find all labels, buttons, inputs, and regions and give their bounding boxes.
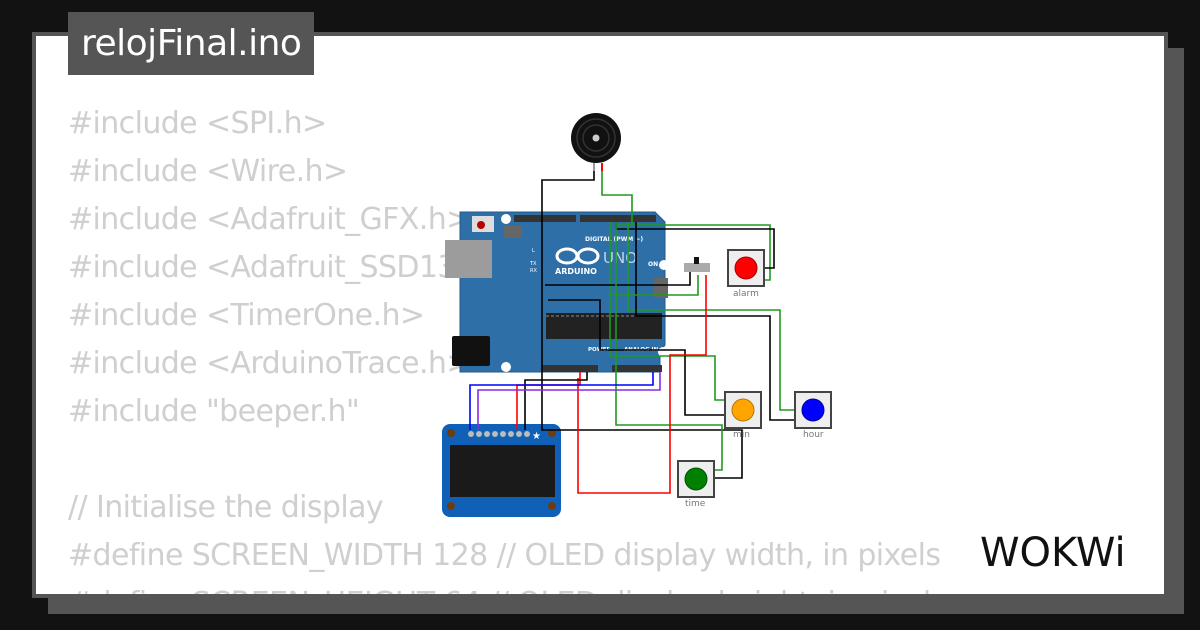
code-line: #include <SPI.h> xyxy=(68,106,327,141)
code-line: #include <ArduinoTrace.h> xyxy=(68,346,471,381)
arduino-model-label: UNO xyxy=(603,249,637,267)
code-line: // Initialise the display xyxy=(68,490,384,525)
digital-pwm-label: DIGITAL (PWM ~) xyxy=(585,236,643,243)
led-label-tx: TX xyxy=(529,261,537,267)
button-label-hour: hour xyxy=(803,430,824,440)
arduino-brand-label: ARDUINO xyxy=(555,267,597,276)
slide-switch[interactable] xyxy=(684,257,710,272)
wires xyxy=(469,171,795,494)
buzzer[interactable] xyxy=(571,113,621,171)
button-alarm[interactable]: alarm xyxy=(727,249,765,299)
button-label-min: min xyxy=(733,430,750,440)
oled-display[interactable]: ★ xyxy=(442,424,561,517)
on-label: ON xyxy=(648,261,658,268)
code-line: #include <TimerOne.h> xyxy=(68,298,425,333)
arduino-uno-board[interactable]: ARDUINO UNO DIGITAL (PWM ~) ON POWER ANA… xyxy=(445,211,669,373)
power-jack xyxy=(452,336,490,366)
wokwi-logo: WOKWi xyxy=(980,530,1126,576)
button-label-time: time xyxy=(685,499,706,509)
star-icon: ★ xyxy=(532,431,541,442)
button-time[interactable]: time xyxy=(677,460,715,509)
button-hour[interactable]: hour xyxy=(794,391,832,440)
button-label-alarm: alarm xyxy=(733,289,759,299)
file-title: relojFinal.ino xyxy=(68,12,315,75)
code-line: #include <Adafruit_GFX.h> xyxy=(68,202,471,237)
oled-screen xyxy=(450,445,555,497)
code-line: #define SCREEN_WIDTH 128 // OLED display… xyxy=(68,538,941,573)
led-label-l: L xyxy=(532,248,535,254)
code-listing: #include <SPI.h> #include <Wire.h> #incl… xyxy=(68,100,946,594)
led-label-rx: RX xyxy=(530,268,537,274)
usb-port xyxy=(445,240,492,278)
code-line: #define SCREEN_HEIGHT 64 // OLED display… xyxy=(68,580,946,594)
arduino-logo-icon xyxy=(555,247,600,265)
code-line: #include "beeper.h" xyxy=(68,394,360,429)
code-line: #include <Wire.h> xyxy=(68,154,348,189)
button-min[interactable]: min xyxy=(724,391,762,440)
wokwi-logo-text: WOKWi xyxy=(980,530,1126,576)
